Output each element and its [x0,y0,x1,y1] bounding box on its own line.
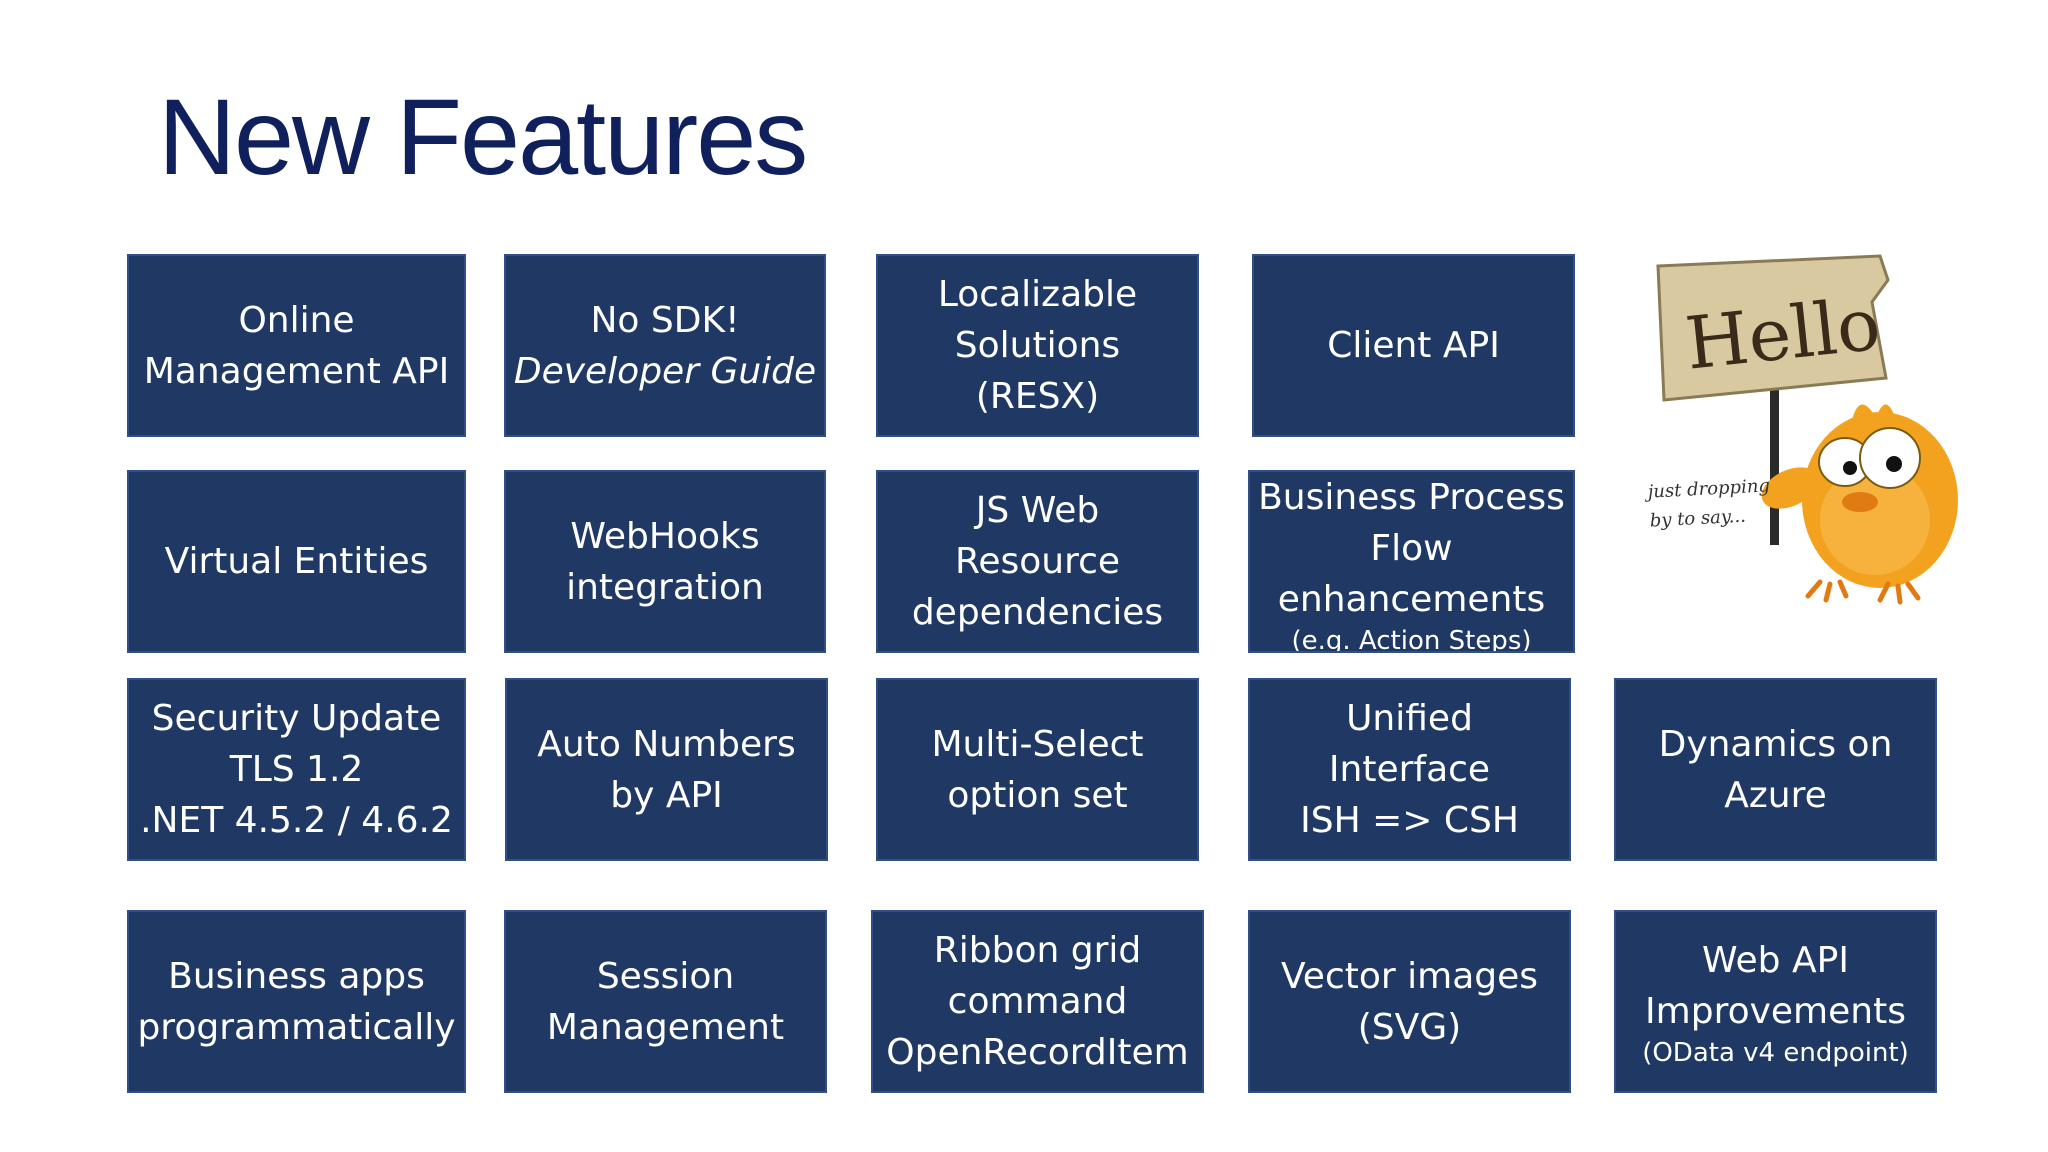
tile-line: option set [947,774,1128,816]
hello-bird-illustration: Hello just dropping by to say... [1643,254,1958,605]
tile-line: dependencies [911,592,1164,633]
tile-line: Client API [1327,325,1500,366]
tile-line: Web API [1702,939,1849,981]
tile-line: programmatically [137,1006,456,1048]
tile-line: .NET 4.5.2 / 4.6.2 [140,800,453,841]
tile-line: enhancements [1277,579,1546,620]
tile-line: Multi-Select [931,723,1144,765]
tile-line: Ribbon grid [933,930,1142,971]
tile-line: Unified [1346,698,1473,739]
slide-title: New Features [158,76,808,197]
tile-line: No SDK! [590,299,740,341]
tile-line: Resource [954,541,1121,582]
tile-line: Business Process [1258,477,1565,518]
tile-line-small: (e.g. Action Steps) [1291,626,1532,653]
feature-tile-online-management-api: Online Management API [127,254,466,437]
sign-stick [1770,385,1779,545]
feature-tile-ribbon-grid-command: Ribbon grid command OpenRecordItem [871,910,1204,1093]
bird-wing [1761,467,1819,509]
tile-line: Improvements [1645,990,1906,1032]
tile-line: (RESX) [975,376,1100,417]
tile-line: Flow [1370,528,1453,569]
feature-tile-session-management: Session Management [504,910,827,1093]
tile-line: (SVG) [1357,1006,1462,1048]
feature-tile-business-apps: Business apps programmatically [127,910,466,1093]
tile-line: Session [596,955,735,997]
tile-line: WebHooks [570,515,760,557]
tile-line: Azure [1724,774,1827,816]
feature-tile-virtual-entities: Virtual Entities [127,470,466,653]
tile-line: ISH => CSH [1300,800,1519,841]
feature-tile-client-api: Client API [1252,254,1575,437]
feature-tile-webhooks: WebHooks integration [504,470,826,653]
tile-line: Solutions [954,325,1121,366]
tile-line: Dynamics on [1658,723,1893,765]
tile-line: command [947,981,1128,1022]
tile-line: Localizable [937,274,1138,315]
feature-tile-business-process-flow: Business Process Flow enhancements (e.g.… [1248,470,1575,653]
feature-tile-multi-select: Multi-Select option set [876,678,1199,861]
tile-line: Virtual Entities [164,541,429,582]
caption-line1: just dropping [1643,475,1770,503]
sign-text: Hello [1682,282,1885,386]
tile-line-small: (OData v4 endpoint) [1642,1037,1909,1068]
feature-tile-no-sdk: No SDK! Developer Guide [504,254,826,437]
feature-tile-dynamics-on-azure: Dynamics on Azure [1614,678,1937,861]
bird-feet [1805,579,1921,605]
feature-tile-vector-images: Vector images (SVG) [1248,910,1571,1093]
tile-line: by API [610,774,723,816]
tile-line: Management API [143,350,450,392]
feature-tile-auto-numbers: Auto Numbers by API [505,678,828,861]
tile-line: integration [566,566,764,608]
feature-tile-security-update: Security Update TLS 1.2 .NET 4.5.2 / 4.6… [127,678,466,861]
tile-line: Management [546,1006,785,1048]
tile-line: Interface [1328,749,1491,790]
tile-line-italic: Developer Guide [513,350,817,392]
feature-tile-localizable-solutions: Localizable Solutions (RESX) [876,254,1199,437]
tile-line: OpenRecordItem [886,1032,1189,1073]
feature-tile-web-api-improvements: Web API Improvements (OData v4 endpoint) [1614,910,1937,1093]
tile-line: Online [238,299,355,341]
tile-line: Security Update [151,698,442,739]
tile-line: Business apps [168,955,425,997]
caption-line2: by to say... [1649,506,1746,532]
feature-tile-unified-interface: Unified Interface ISH => CSH [1248,678,1571,861]
bird-beak [1842,492,1878,512]
tile-line: Vector images [1280,955,1539,997]
tile-line: Auto Numbers [537,723,796,765]
tile-line: JS Web [975,490,1100,531]
feature-tile-js-web-resource: JS Web Resource dependencies [876,470,1199,653]
sign-board [1656,254,1890,402]
tile-line: TLS 1.2 [229,749,364,790]
